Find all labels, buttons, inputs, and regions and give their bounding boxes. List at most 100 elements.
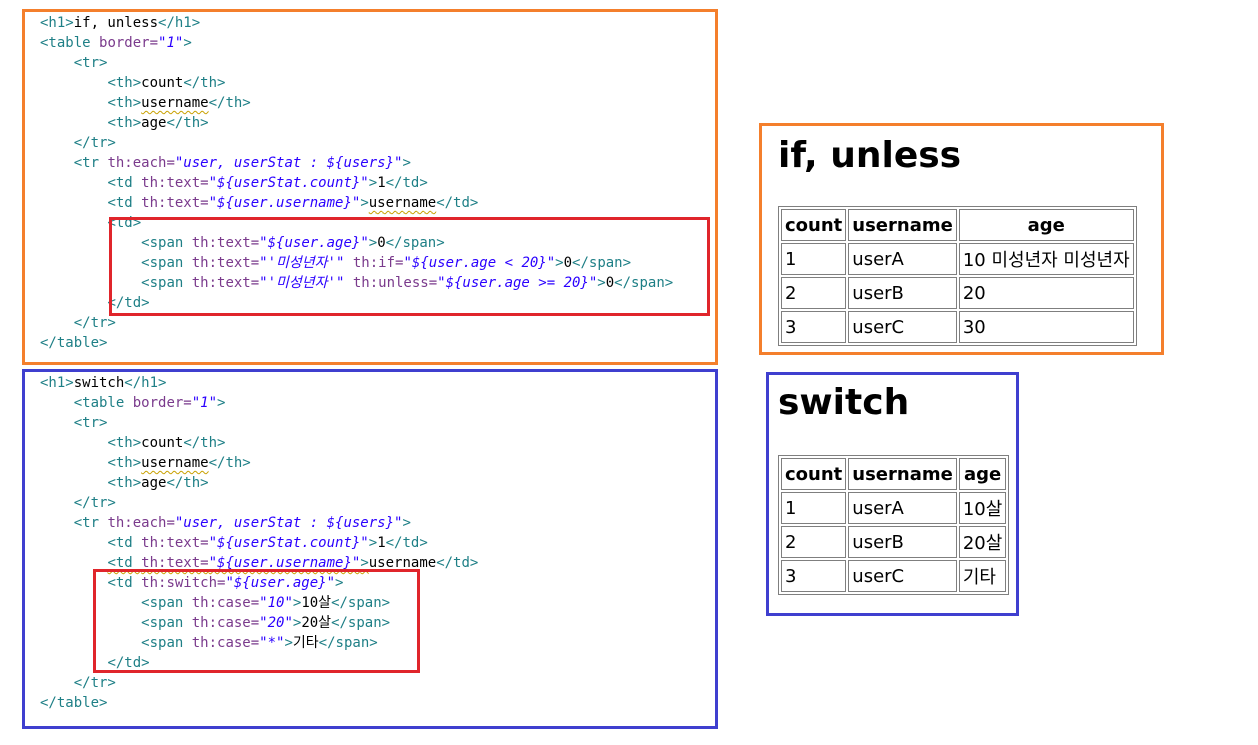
code-panel-if-unless: <h1>if, unless</h1><table border="1"> <t… — [22, 9, 718, 365]
code-token: > — [360, 555, 369, 571]
render-panel-if-unless: if, unless count username age 1 userA 10… — [759, 123, 1164, 355]
code-token: > — [284, 635, 293, 651]
code-line: <th>age</th> — [40, 473, 478, 493]
code-token: "'미성년자'" — [259, 255, 345, 271]
code-line: </td> — [40, 293, 673, 313]
code-token: </span> — [614, 275, 674, 291]
code-token — [40, 295, 107, 311]
code-token: <tr — [73, 515, 108, 531]
code-token: <td — [107, 195, 142, 211]
code-token: <span — [141, 235, 192, 251]
code-token: th:if= — [344, 255, 404, 271]
code-token: 1 — [377, 535, 386, 551]
table-row: 2 userB 20 — [781, 277, 1134, 309]
code-token: </tr> — [73, 315, 116, 331]
code-token: > — [292, 595, 302, 611]
code-token: </td> — [385, 175, 428, 191]
cell-age: 10살 — [958, 492, 1007, 524]
code-token: "${userStat.count}" — [208, 535, 369, 551]
highlight-box-if-unless-td — [109, 217, 710, 316]
code-token — [40, 535, 107, 551]
cell-age: 20 — [958, 277, 1134, 309]
cell-age: 30 — [958, 311, 1134, 343]
code-token: switch — [73, 375, 125, 391]
code-token: > — [368, 535, 378, 551]
code-token: </table> — [40, 695, 108, 711]
code-token: > — [402, 515, 411, 531]
code-token: "${userStat.count}" — [208, 175, 369, 191]
cell-count: 3 — [781, 560, 847, 592]
header-count: count — [781, 458, 847, 490]
cell-count: 2 — [781, 526, 847, 558]
code-token: <span — [141, 275, 192, 291]
code-token: th:text= — [191, 255, 260, 271]
cell-username: userB — [848, 277, 957, 309]
code-token: > — [368, 235, 378, 251]
code-line: <td th:text="${userStat.count}">1</td> — [40, 533, 478, 553]
code-token: "1" — [158, 35, 184, 51]
code-token: "${user.age}" — [259, 235, 369, 251]
code-line: <span th:case="20">20살</span> — [40, 613, 478, 633]
code-token: <tr> — [73, 55, 108, 71]
code-token: </td> — [107, 295, 150, 311]
code-block-switch: <h1>switch</h1> <table border="1"> <tr> … — [40, 373, 478, 713]
code-token — [40, 435, 107, 451]
cell-count: 2 — [781, 277, 847, 309]
code-line: <h1>if, unless</h1> — [40, 13, 673, 33]
code-token: > — [217, 395, 226, 411]
code-token: 0 — [563, 255, 573, 271]
cell-username: userA — [848, 492, 957, 524]
code-token: > — [597, 275, 606, 291]
code-token: </th> — [183, 435, 226, 451]
code-token: 0 — [377, 235, 386, 251]
code-token: username — [141, 455, 209, 471]
code-token: <th> — [107, 95, 142, 111]
cell-username: userC — [848, 311, 957, 343]
code-line: <span th:text="'미성년자'" th:unless="${user… — [40, 273, 673, 293]
cell-count: 3 — [781, 311, 847, 343]
code-line: <tr th:each="user, userStat : ${users}"> — [40, 513, 478, 533]
code-token: <h1> — [40, 375, 74, 391]
code-token: th:switch= — [141, 575, 226, 591]
code-token: > — [402, 155, 411, 171]
code-token — [40, 495, 74, 511]
code-token: border= — [132, 395, 192, 411]
page-title-if-unless: if, unless — [778, 135, 962, 176]
code-token — [40, 115, 107, 131]
code-token: th:text= — [141, 535, 209, 551]
code-token: "'미성년자'" — [259, 275, 345, 291]
code-token: <th> — [107, 475, 142, 491]
code-line: <h1>switch</h1> — [40, 373, 478, 393]
header-age: age — [958, 209, 1134, 241]
code-token: username — [141, 95, 209, 111]
code-token: th:each= — [107, 155, 175, 171]
code-token: th:unless= — [344, 275, 438, 291]
code-token: <td — [107, 535, 142, 551]
code-token: th:text= — [141, 195, 209, 211]
code-token — [40, 475, 107, 491]
code-token — [40, 515, 74, 531]
table-row: 1 userA 10 미성년자 미성년자 — [781, 243, 1134, 275]
code-line: </tr> — [40, 313, 673, 333]
cell-age: 10 미성년자 미성년자 — [958, 243, 1134, 275]
code-line: <span th:text="${user.age}">0</span> — [40, 233, 673, 253]
code-token: "${user.username}" — [208, 195, 361, 211]
code-token: count — [141, 435, 184, 451]
code-line: </tr> — [40, 493, 478, 513]
table-header-row: count username age — [781, 209, 1134, 241]
code-token: <td — [107, 555, 142, 571]
cell-username: userC — [848, 560, 957, 592]
code-token: </span> — [318, 635, 378, 651]
cell-age: 20살 — [958, 526, 1007, 558]
cell-username: userB — [848, 526, 957, 558]
code-token: <th> — [107, 115, 142, 131]
code-token: </tr> — [73, 495, 116, 511]
code-token — [40, 215, 107, 231]
code-token: 10살 — [301, 595, 332, 611]
code-line: <th>username</th> — [40, 93, 673, 113]
code-token: "10" — [259, 595, 293, 611]
highlight-box-switch-td — [93, 569, 420, 673]
code-token: "user, userStat : ${users}" — [174, 515, 403, 531]
table-header-row: count username age — [781, 458, 1007, 490]
code-token: </td> — [436, 195, 479, 211]
